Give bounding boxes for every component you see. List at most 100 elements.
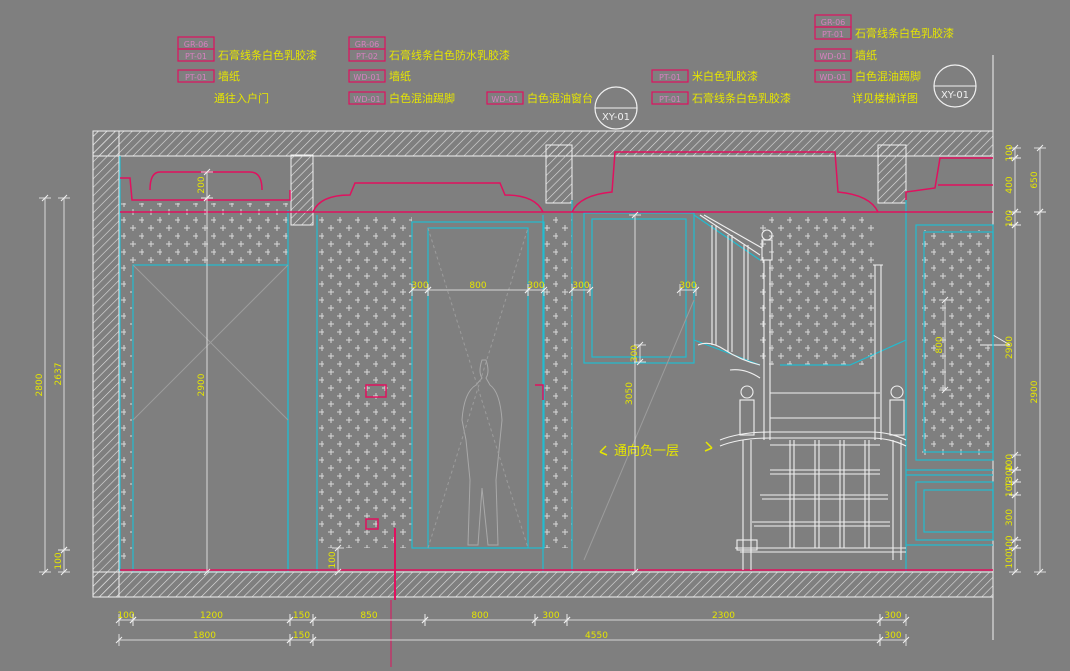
legend-code: PT-01 [185, 52, 207, 61]
dimension-label: 2900 [1005, 336, 1015, 359]
beam-3 [877, 144, 907, 204]
handrail-lower [719, 431, 907, 441]
dimension-label: 300 [630, 345, 640, 362]
dimension-label: 1200 [200, 611, 223, 621]
legend-item: GR-06 [177, 36, 215, 50]
wallpaper-panels [120, 203, 993, 563]
dimension-label: 850 [360, 611, 377, 621]
legend-code: PT-01 [659, 95, 681, 104]
handrail-lower-2 [719, 437, 907, 447]
legend-code: GR-06 [184, 40, 209, 49]
legend-text: 墙纸 [389, 69, 411, 83]
section-marker-1: XY-01 [594, 86, 638, 130]
dimension-h: 800 [421, 611, 539, 626]
wallpaper-room1-top [120, 203, 290, 263]
ceiling-slab [92, 130, 994, 157]
legend-code: GR-06 [821, 18, 846, 27]
switch-box [365, 384, 387, 398]
dimension-h: 1800 [115, 631, 294, 646]
newel-post-left [736, 385, 758, 570]
beam-2 [545, 144, 573, 204]
annotation-arrow-right [704, 441, 713, 452]
door-frame-inner [427, 227, 529, 549]
dimension-v: 2900 [1030, 208, 1046, 576]
dimension-v: 100 [328, 544, 344, 576]
dimension-v: 100 [1005, 544, 1021, 576]
wallpaper-right [920, 230, 993, 455]
dimension-h: 850 [309, 611, 429, 626]
dimension-label: 800 [471, 611, 488, 621]
dimension-h: 800 [424, 281, 532, 296]
legend-text: 墙纸 [218, 69, 240, 83]
dimension-label: 300 [572, 281, 589, 291]
legend-text: 白色混油踢脚 [855, 69, 921, 83]
stair-treads [735, 392, 906, 553]
dimension-h: 300 [676, 281, 700, 296]
dimension-label: 150 [293, 611, 310, 621]
section-mark-label-2: XY-01 [941, 90, 969, 101]
dimension-label: 1300 [1005, 464, 1015, 487]
dimension-label: 100 [1005, 144, 1015, 161]
dimension-label: 100 [1005, 480, 1015, 497]
socket-box [365, 518, 379, 530]
legend-code: WD-01 [353, 73, 380, 82]
dimension-label: 100 [1005, 551, 1015, 568]
dimension-label: 200 [197, 176, 207, 193]
legend-text: 详见楼梯详图 [852, 91, 918, 105]
dimension-label: 300 [411, 281, 428, 291]
legend-code: WD-01 [819, 52, 846, 61]
dimension-v: 800 [935, 296, 951, 394]
cornice-stair [571, 151, 879, 213]
entry-door-frame [132, 264, 289, 573]
dimension-label: 300 [884, 631, 901, 641]
wall-structure [92, 55, 1011, 640]
stair-window-inner [591, 218, 687, 358]
dimension-v: 3050 [625, 211, 641, 576]
section-marker-2: XY-01 [933, 64, 977, 108]
balusters-lower [789, 440, 870, 548]
newel-post-top [761, 229, 773, 440]
dimension-v: 2800 [35, 194, 51, 576]
newel-post-right [889, 385, 905, 560]
dimension-label: 1800 [193, 631, 216, 641]
wallpaper-stair [760, 215, 875, 365]
dimension-label: 400 [1005, 176, 1015, 193]
dimension-label: 2800 [35, 373, 45, 396]
dimension-label: 100 [1005, 535, 1015, 552]
dimension-h: 300 [531, 611, 571, 626]
beam-1 [290, 154, 314, 226]
dimension-h: 2300 [563, 611, 884, 626]
dimension-h: 150 [286, 611, 317, 626]
dimension-v: 2900 [1005, 221, 1021, 474]
wallpaper-door-left [318, 216, 412, 548]
dimension-v: 2637 [54, 194, 70, 554]
dimension-label: 150 [293, 631, 310, 641]
dimension-label: 2637 [54, 363, 64, 386]
stair-annotation: 通向负一层 [614, 443, 679, 459]
legend-text: 白色混油窗台 [527, 91, 593, 105]
left-wall [92, 130, 120, 598]
dimension-label: 100 [1005, 454, 1015, 471]
dimension-label: 100 [328, 551, 338, 568]
dimension-h: 300 [876, 631, 910, 646]
staircase [697, 214, 907, 570]
legend-code: PT-01 [659, 73, 681, 82]
legend-text: 通往入户门 [214, 91, 269, 105]
legend-item: WD-01 墙纸 [348, 69, 411, 83]
dimension-label: 2900 [1030, 380, 1040, 403]
legend-item: GR-06 [814, 14, 852, 28]
legend-code: WD-01 [353, 95, 380, 104]
dimension-label: 650 [1030, 171, 1040, 188]
right-wall-panel-upper-inner [923, 231, 994, 453]
dimension-label: 800 [469, 281, 486, 291]
dimension-label: 2300 [712, 611, 735, 621]
dimension-label: 2900 [197, 373, 207, 396]
stair-stringer [693, 214, 907, 366]
